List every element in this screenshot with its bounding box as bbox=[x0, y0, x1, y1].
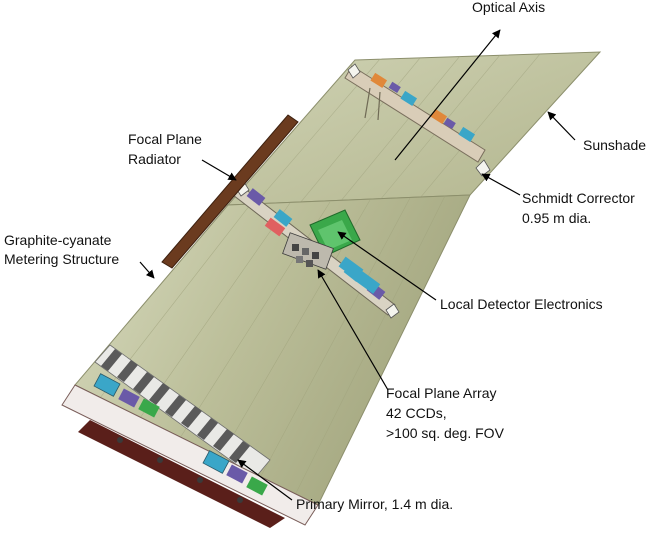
label-schmidt-corrector-line2: 0.95 m dia. bbox=[522, 210, 592, 226]
focal-plane-radiator bbox=[161, 114, 299, 269]
optical-axis-arrow bbox=[394, 29, 501, 161]
focal-array-pointer bbox=[317, 269, 389, 391]
radiator-pointer bbox=[201, 159, 237, 181]
metering-pointer bbox=[139, 261, 155, 279]
label-schmidt-corrector-line1: Schmidt Corrector bbox=[522, 190, 635, 206]
schmidt-corrector-ring bbox=[344, 63, 491, 177]
focal-plane-array-cluster bbox=[264, 217, 381, 294]
label-optical-axis: Optical Axis bbox=[472, 0, 546, 15]
primary-mirror-baffle bbox=[94, 344, 271, 479]
label-focal-plane-array-line2: 42 CCDs, bbox=[386, 405, 447, 421]
sunshade-pointer bbox=[547, 111, 576, 141]
pointer-lines bbox=[139, 29, 576, 501]
label-focal-plane-array-line1: Focal Plane Array bbox=[386, 385, 497, 401]
label-focal-plane-array-line3: >100 sq. deg. FOV bbox=[386, 425, 504, 441]
label-focal-plane-radiator-line1: Focal Plane bbox=[128, 131, 202, 147]
label-local-detector-electronics: Local Detector Electronics bbox=[440, 296, 603, 312]
label-metering-structure-line2: Metering Structure bbox=[4, 251, 120, 267]
corrector-pointer bbox=[481, 173, 521, 196]
label-sunshade: Sunshade bbox=[583, 137, 647, 153]
label-primary-mirror: Primary Mirror, 1.4 m dia. bbox=[296, 496, 454, 512]
electronics-pointer bbox=[337, 231, 437, 301]
mirror-actuators bbox=[93, 373, 268, 496]
label-metering-structure-line1: Graphite-cyanate bbox=[4, 232, 112, 248]
primary-mirror-pointer bbox=[237, 459, 293, 501]
corrector-spokes bbox=[364, 87, 381, 121]
label-focal-plane-radiator-line2: Radiator bbox=[128, 151, 181, 167]
